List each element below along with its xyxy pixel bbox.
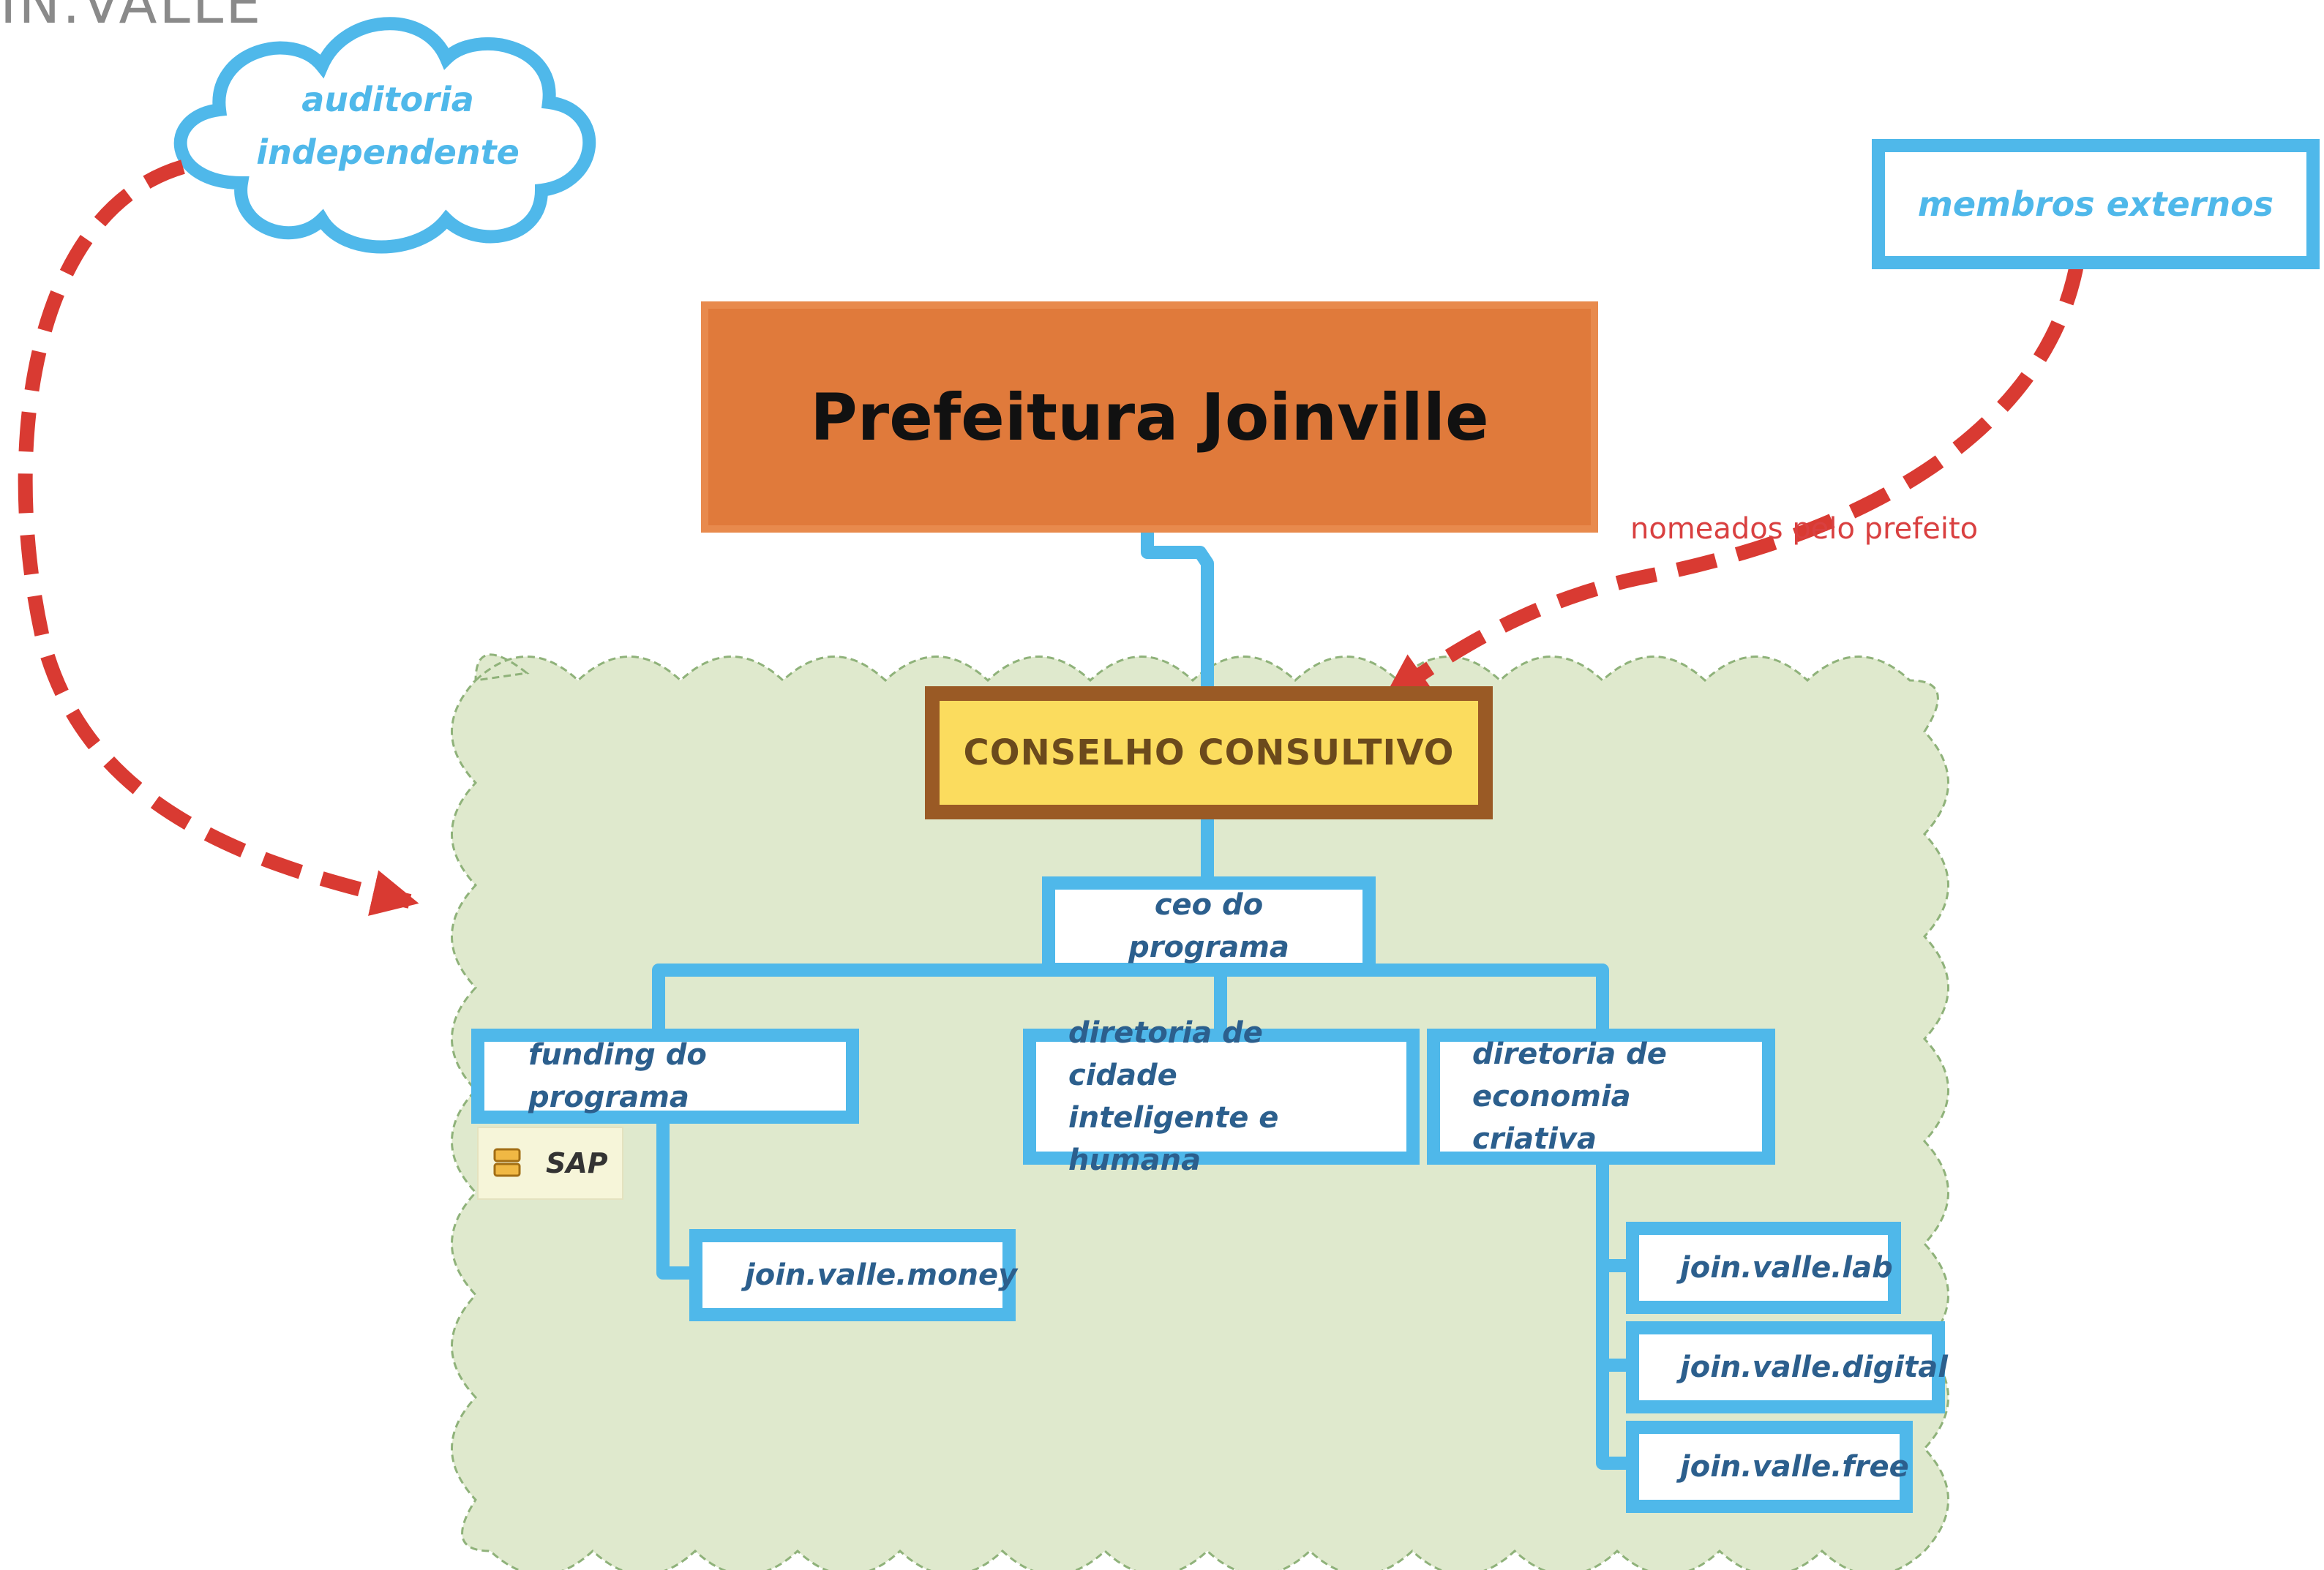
arrow-auditoria bbox=[18, 159, 419, 916]
join-valle-lab-node: join.valle.lab bbox=[1626, 1222, 1901, 1314]
ceo-label: ceo do programa bbox=[1128, 888, 1289, 964]
sap-label: SAP bbox=[546, 1147, 608, 1179]
diretoria-cidade-line2: inteligente e humana bbox=[1068, 1101, 1279, 1177]
diretoria-economia-node: diretoria de economia criativa bbox=[1427, 1029, 1775, 1165]
join-valle-digital-label: join.valle.digital bbox=[1680, 1351, 1948, 1384]
title-fragment: IN.VALLE bbox=[0, 0, 263, 36]
diretoria-cidade-node: diretoria de cidade inteligente e humana bbox=[1023, 1016, 1420, 1177]
funding-node: funding do programa bbox=[471, 1029, 859, 1124]
funding-label: funding do programa bbox=[528, 1038, 707, 1114]
conselho-consultivo-label: CONSELHO CONSULTIVO bbox=[963, 732, 1455, 773]
join-valle-digital-node: join.valle.digital bbox=[1626, 1321, 1948, 1413]
diretoria-cidade-line1: diretoria de cidade bbox=[1068, 1016, 1263, 1092]
auditoria-cloud-shape bbox=[173, 17, 596, 254]
prefeitura-node: Prefeitura Joinville bbox=[701, 301, 1598, 533]
join-valle-free-label: join.valle.free bbox=[1680, 1450, 1909, 1484]
conselho-consultivo-node: CONSELHO CONSULTIVO bbox=[925, 686, 1493, 819]
prefeitura-label: Prefeitura Joinville bbox=[810, 379, 1489, 455]
database-icon bbox=[493, 1148, 521, 1177]
join-valle-lab-label: join.valle.lab bbox=[1680, 1251, 1893, 1285]
join-valle-free-node: join.valle.free bbox=[1626, 1421, 1913, 1513]
auditoria-label: auditoria independente bbox=[212, 73, 563, 179]
arrow-membros bbox=[1382, 263, 2084, 702]
membros-externos-label: membros externos bbox=[1917, 184, 2274, 224]
diretoria-economia-line2: economia criativa bbox=[1472, 1080, 1631, 1156]
auditoria-label-line2: independente bbox=[256, 132, 520, 172]
diretoria-economia-line1: diretoria de bbox=[1472, 1037, 1667, 1071]
membros-externos-node: membros externos bbox=[1872, 139, 2320, 269]
auditoria-label-line1: auditoria bbox=[301, 80, 474, 119]
join-valle-money-node: join.valle.money bbox=[689, 1229, 1018, 1321]
nomeados-annotation: nomeados pelo prefeito bbox=[1630, 512, 1979, 546]
join-valle-money-label: join.valle.money bbox=[745, 1258, 1018, 1292]
ceo-node: ceo do programa bbox=[1042, 876, 1376, 976]
sap-tag: SAP bbox=[477, 1127, 623, 1200]
